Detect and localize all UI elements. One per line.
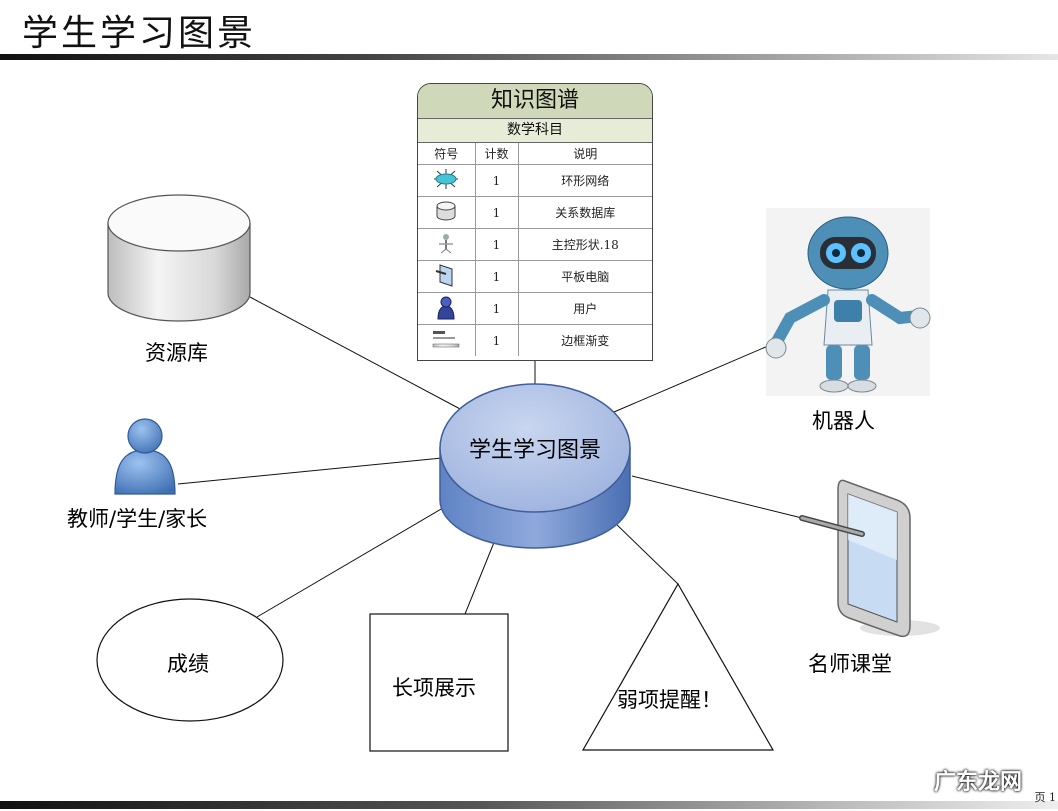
connector-robot (613, 345, 769, 413)
classroom-label: 名师课堂 (808, 652, 892, 676)
legend-header-count: 计数 (474, 143, 518, 165)
legend-count: 1 (474, 292, 518, 325)
legend-count: 1 (474, 324, 518, 356)
watermark: 广东龙网 (933, 770, 1022, 795)
connector-lines (177, 296, 807, 618)
footer-bar (0, 801, 1058, 809)
hub-label: 学生学习图景 (468, 438, 601, 463)
connector-resource (249, 296, 463, 411)
user-icon (418, 292, 475, 325)
legend-count: 1 (474, 196, 518, 229)
legend-row: 1 环形网络 (418, 164, 652, 197)
database-cylinder-icon (107, 194, 251, 322)
legend-title: 知识图谱 (418, 84, 652, 119)
legend-row: 1 用户 (418, 292, 652, 325)
legend-table: 知识图谱 数学科目 符号 计数 说明 1 环形网络 1 关系数据库 1 (417, 83, 653, 361)
legend-header-row: 符号 计数 说明 (418, 143, 652, 165)
legend-desc: 用户 (517, 292, 652, 325)
legend-row: 1 平板电脑 (418, 260, 652, 293)
connector-weakness (611, 519, 679, 585)
connector-grades (256, 504, 449, 618)
legend-count: 1 (474, 228, 518, 261)
robot-label: 机器人 (812, 409, 875, 433)
mainframe-icon (418, 228, 475, 261)
legend-count: 1 (474, 164, 518, 197)
legend-header-desc: 说明 (517, 143, 652, 165)
strengths-rectangle (369, 613, 509, 752)
title-underline-bar (0, 54, 1058, 60)
legend-desc: 平板电脑 (517, 260, 652, 293)
people-label: 教师/学生/家长 (67, 507, 208, 531)
legend-grid: 符号 计数 说明 1 环形网络 1 关系数据库 1 主控形状.18 (418, 143, 652, 356)
legend-row: 1 边框渐变 (418, 324, 652, 357)
legend-row: 1 主控形状.18 (418, 228, 652, 261)
legend-header-symbol: 符号 (418, 143, 475, 165)
page-title: 学生学习图景 (22, 13, 257, 54)
legend-count: 1 (474, 260, 518, 293)
tablet-icon (799, 479, 940, 638)
grades-label: 成绩 (167, 652, 209, 676)
legend-desc: 关系数据库 (517, 196, 652, 229)
legend-subtitle: 数学科目 (418, 119, 652, 143)
legend-desc: 主控形状.18 (517, 228, 652, 261)
database-icon (418, 196, 475, 229)
page-number: 页 1 (1034, 791, 1057, 804)
weakness-triangle (581, 582, 775, 751)
connector-classroom (631, 475, 807, 520)
tablet-icon (418, 260, 475, 293)
robot-icon (765, 208, 931, 396)
connector-people (177, 457, 443, 485)
resource-label: 资源库 (145, 341, 208, 365)
hub-cylinder (439, 383, 631, 549)
legend-row: 1 关系数据库 (418, 196, 652, 229)
strengths-label: 长项展示 (392, 676, 476, 700)
legend-desc: 环形网络 (517, 164, 652, 197)
legend-desc: 边框渐变 (517, 324, 652, 356)
weakness-label: 弱项提醒！ (617, 688, 722, 712)
ring-network-icon (418, 164, 475, 197)
connector-strengths (464, 539, 496, 615)
person-icon (114, 418, 176, 495)
grades-ellipse (96, 598, 284, 722)
gradient-border-icon (418, 325, 475, 357)
